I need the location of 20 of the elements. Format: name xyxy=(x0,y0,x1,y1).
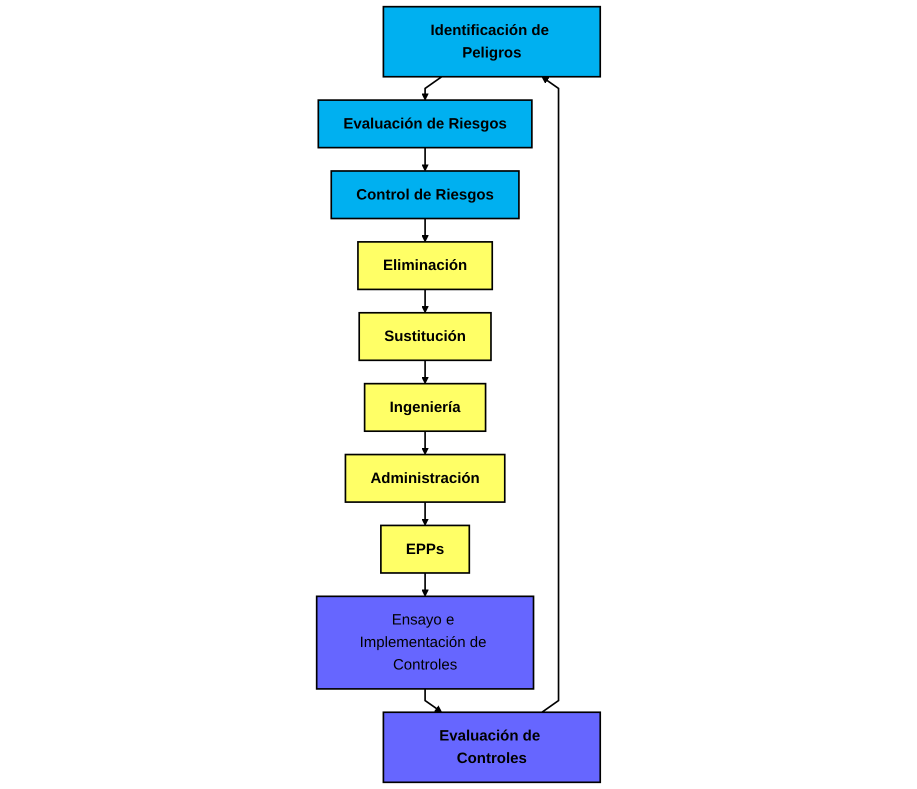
arrow xyxy=(421,502,429,526)
arrow xyxy=(421,148,429,172)
node-box: Sustitución xyxy=(358,312,492,362)
arrow xyxy=(424,688,442,713)
node-box: Evaluación de Riesgos xyxy=(318,99,533,148)
node-box: Identificación de Peligros xyxy=(382,6,602,78)
arrow xyxy=(421,572,429,597)
node-box: Evaluación de Controles xyxy=(382,711,602,784)
arrow xyxy=(421,289,429,314)
arrow xyxy=(421,431,429,455)
arrow xyxy=(421,76,442,100)
node-box: Ensayo e Implementación de Controles xyxy=(316,596,534,690)
node-box: Control de Riesgos xyxy=(330,170,520,220)
node-box: EPPs xyxy=(380,524,470,574)
arrow xyxy=(421,218,429,242)
node-box: Ingeniería xyxy=(364,382,486,432)
node-box: Eliminación xyxy=(357,241,494,290)
node-box: Administración xyxy=(344,454,506,503)
arrow xyxy=(541,76,560,713)
arrow xyxy=(421,360,429,384)
